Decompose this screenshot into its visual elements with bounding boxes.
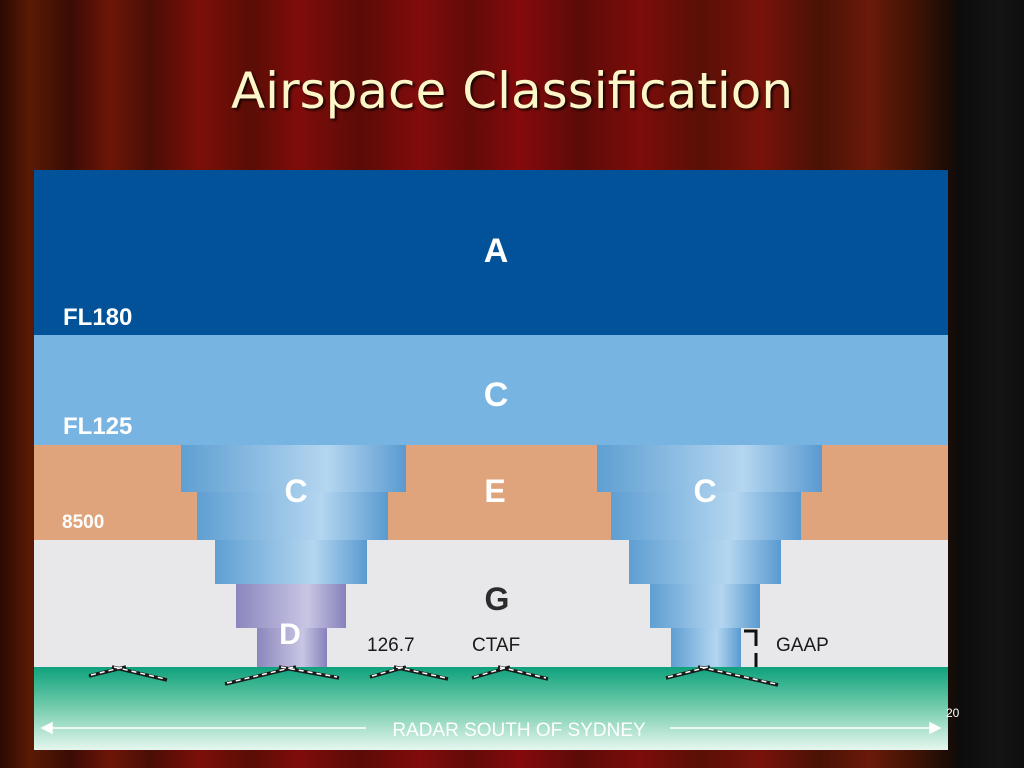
slide-number: 20 bbox=[946, 706, 960, 720]
right-control-zone bbox=[597, 445, 822, 667]
airspace-diagram-svg: A C C E C G D FL180 FL125 8500 126.7 CTA… bbox=[34, 170, 948, 750]
class-c-left-label: C bbox=[284, 473, 307, 509]
right-c-tier-2 bbox=[611, 492, 801, 540]
gaap-label: GAAP bbox=[776, 635, 829, 656]
class-a-label: A bbox=[484, 232, 509, 270]
class-c-upper-label: C bbox=[484, 376, 509, 414]
ctaf-label: CTAF bbox=[472, 635, 520, 656]
right-c-tier-5 bbox=[671, 628, 741, 667]
left-c-tier-1 bbox=[181, 445, 406, 492]
slide-title: Airspace Classification bbox=[230, 62, 794, 120]
right-c-tier-4 bbox=[650, 584, 760, 628]
altitude-8500: 8500 bbox=[62, 512, 104, 533]
altitude-fl125: FL125 bbox=[63, 413, 132, 440]
class-d-label: D bbox=[279, 618, 301, 651]
left-d-tier-1 bbox=[236, 584, 346, 628]
right-c-tier-1 bbox=[597, 445, 822, 492]
runway-markings-icon bbox=[90, 666, 777, 685]
left-c-tier-2 bbox=[197, 492, 388, 540]
radar-label: RADAR SOUTH OF SYDNEY bbox=[392, 720, 646, 741]
left-d-tier-2 bbox=[257, 628, 327, 667]
left-c-tier-3 bbox=[215, 540, 367, 584]
gaap-bracket bbox=[744, 629, 758, 667]
class-a-band bbox=[34, 170, 948, 335]
frequency-label: 126.7 bbox=[367, 635, 415, 656]
class-g-label: G bbox=[485, 581, 510, 617]
left-control-zone bbox=[181, 445, 406, 667]
airspace-diagram: A C C E C G D FL180 FL125 8500 126.7 CTA… bbox=[34, 170, 948, 750]
right-c-tier-3 bbox=[629, 540, 781, 584]
class-g-band bbox=[34, 540, 948, 667]
altitude-fl180: FL180 bbox=[63, 304, 132, 331]
class-c-band bbox=[34, 335, 948, 445]
radar-arrow-icon bbox=[40, 721, 942, 735]
ground-strip bbox=[34, 667, 948, 750]
class-e-label: E bbox=[484, 473, 505, 509]
class-c-right-label: C bbox=[693, 473, 716, 509]
